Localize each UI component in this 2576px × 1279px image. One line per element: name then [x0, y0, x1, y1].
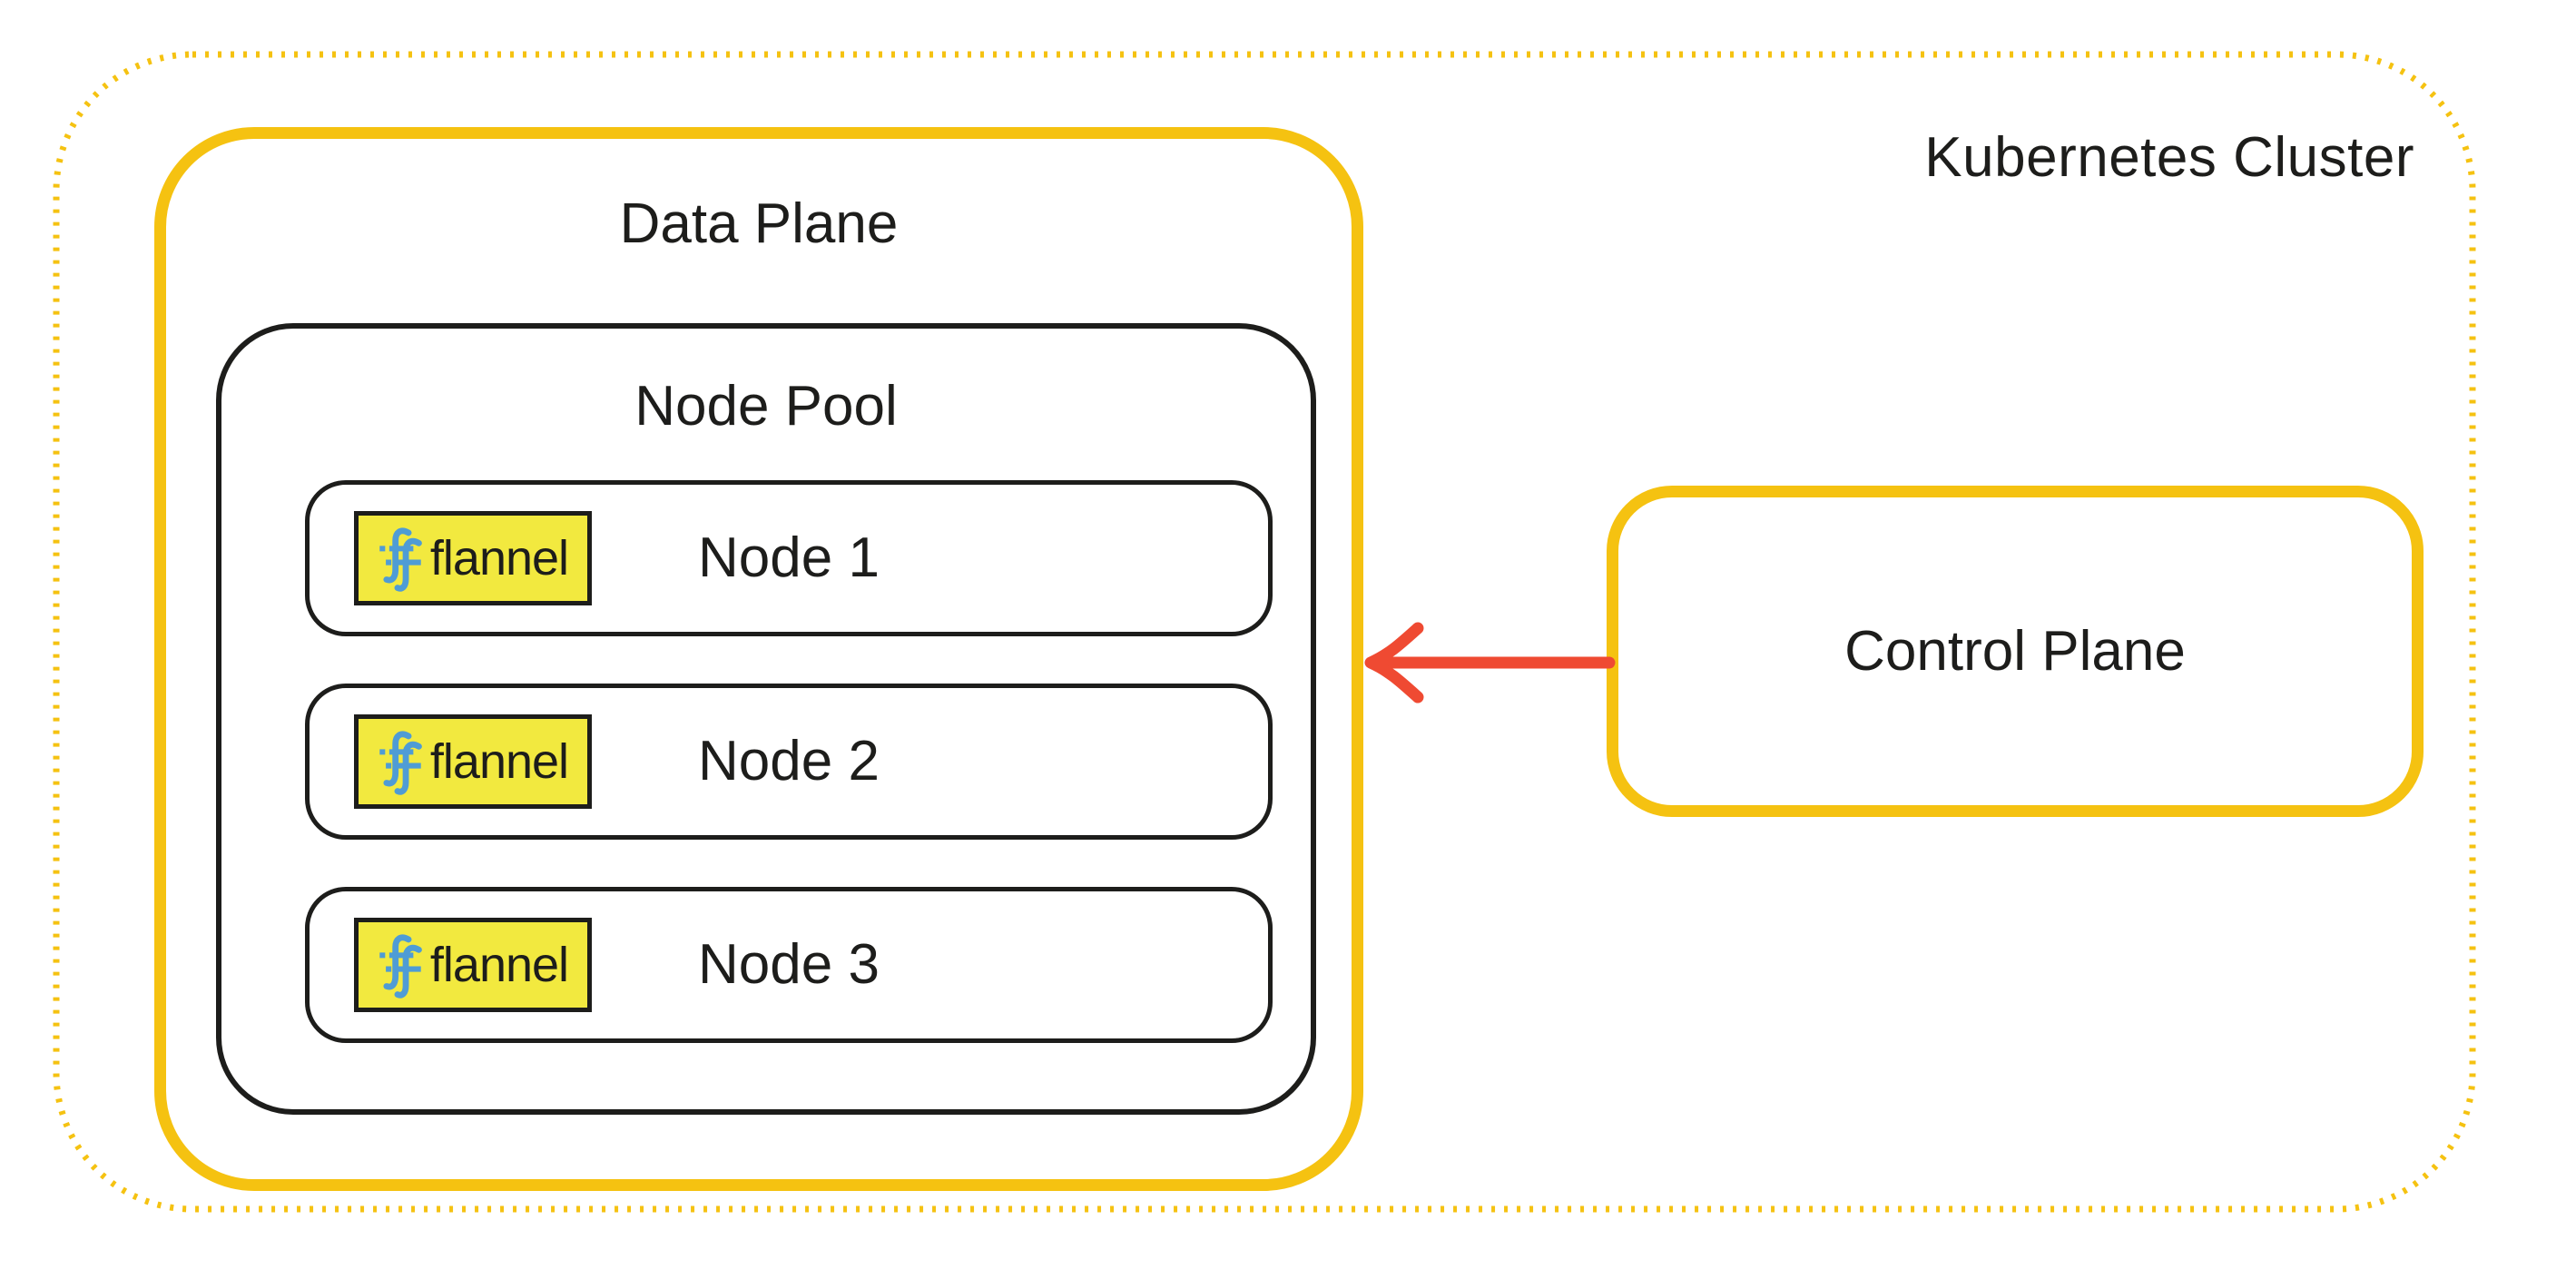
node-pool-box: Node Pool flannel Node 1 — [216, 323, 1316, 1115]
flannel-label: flannel — [429, 531, 569, 585]
node-3-box: flannel Node 3 — [305, 887, 1273, 1043]
control-plane-box: Control Plane — [1607, 486, 2424, 817]
flannel-badge: flannel — [354, 714, 592, 809]
flannel-logo-icon — [379, 934, 422, 999]
flannel-badge: flannel — [354, 511, 592, 605]
flannel-logo-icon — [379, 731, 422, 795]
flannel-label: flannel — [429, 938, 569, 992]
control-plane-label: Control Plane — [1844, 619, 2186, 683]
data-plane-box: Data Plane Node Pool flannel — [154, 127, 1363, 1191]
flannel-label: flannel — [429, 734, 569, 789]
node-2-label: Node 2 — [698, 730, 880, 792]
flannel-badge: flannel — [354, 918, 592, 1012]
node-2-box: flannel Node 2 — [305, 684, 1273, 840]
control-to-data-arrow — [1364, 622, 1616, 703]
flannel-logo-icon — [379, 527, 422, 592]
node-1-box: flannel Node 1 — [305, 480, 1273, 636]
node-pool-label: Node Pool — [634, 375, 898, 438]
node-1-label: Node 1 — [698, 526, 880, 589]
kubernetes-cluster-label: Kubernetes Cluster — [1924, 126, 2414, 189]
kubernetes-cluster-boundary — [53, 51, 2476, 1213]
node-3-label: Node 3 — [698, 933, 880, 996]
data-plane-label: Data Plane — [619, 192, 899, 255]
